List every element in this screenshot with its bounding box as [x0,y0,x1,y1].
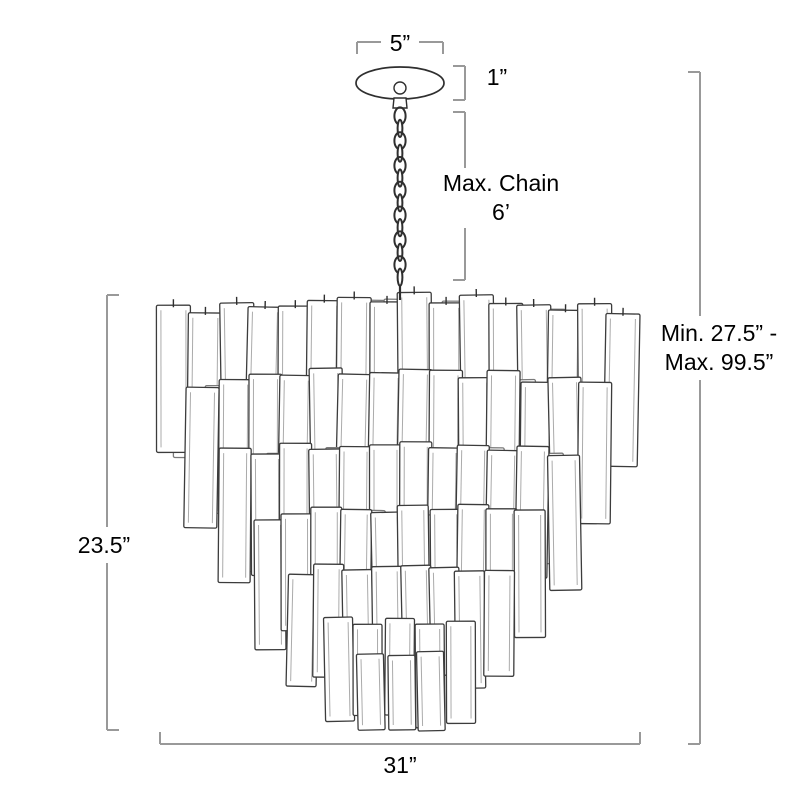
canopy-stem [392,97,408,109]
glass-strip [483,569,516,677]
glass-strip [602,307,641,468]
ceiling-canopy [355,66,445,109]
glass-strip [183,386,220,529]
overall-height-label-line1: Min. 27.5” - [661,320,777,346]
chain-link [396,143,404,163]
dimension-lines [106,41,701,745]
glass-strip [387,654,417,731]
chain-link [396,218,404,238]
chain-link [396,242,404,262]
chain-label-line2: 6’ [492,199,510,225]
canopy-height-label: 1” [487,64,507,90]
fixture-width-label: 31” [383,752,416,778]
glass-strip [415,650,446,732]
chain-link [396,193,404,213]
chain-link [396,168,404,188]
glass-strip [576,381,613,525]
dim-fixture-height-bracket [106,294,119,731]
chain-label-line1: Max. Chain [443,170,559,196]
glass-strip [217,447,252,584]
dimension-labels: 5” 1” Max. Chain 6’ Min. 27.5” - Max. 99… [78,30,777,778]
glass-strip [285,573,320,688]
dim-canopy-height-bracket [453,65,466,101]
chandelier-strips [155,286,641,732]
backplate-overall [650,316,788,380]
canopy-width-label: 5” [390,30,410,56]
dim-overall-height-bracket [688,71,701,745]
fixture-height-label: 23.5” [78,532,130,558]
label-backplates [66,29,788,563]
backplate-canopy-width [381,29,419,56]
glass-strip [513,509,547,639]
backplate-chain [436,168,566,228]
overall-height-label-line2: Max. 99.5” [665,349,774,375]
glass-strip [546,454,583,592]
glass-strip [355,653,386,731]
hanging-chain [393,106,407,300]
chain-link [396,118,404,138]
dim-fixture-width-bracket [159,732,641,745]
canopy-center-ring [393,81,407,95]
chain-link [396,267,404,287]
backplate-fixture-height [66,527,142,563]
glass-strip [322,616,356,723]
glass-strip [445,620,477,725]
